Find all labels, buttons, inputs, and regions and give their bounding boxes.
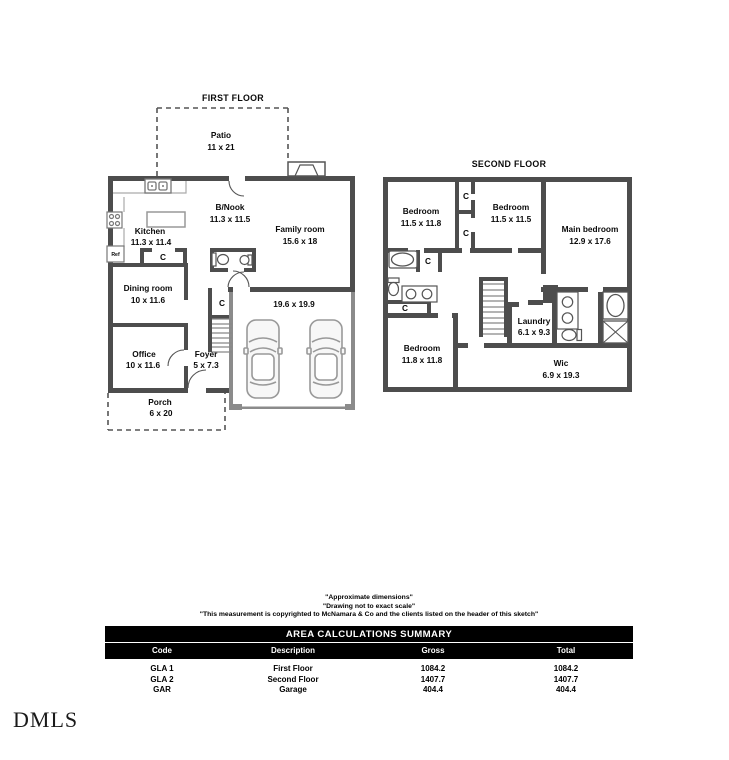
laundry-label: Laundry xyxy=(518,316,551,326)
dining-room-label: Dining room xyxy=(124,283,173,293)
fireplace-icon xyxy=(287,161,326,177)
cell-gross: 404.4 xyxy=(422,685,444,694)
cell-code: GAR xyxy=(153,685,171,694)
second-floor-title: SECOND FLOOR xyxy=(472,159,547,169)
cell-gross: 1084.2 xyxy=(420,664,446,673)
patio-dims: 11 x 21 xyxy=(207,142,235,152)
closet-label: C xyxy=(160,252,166,262)
closet-label: C xyxy=(463,191,469,201)
disclaimer-line: "Approximate dimensions" xyxy=(325,594,413,601)
dmls-logo: DMLS xyxy=(13,707,79,732)
table-header-bar: AREA CALCULATIONS SUMMARY Code Descripti… xyxy=(105,626,633,659)
foyer-label: Foyer xyxy=(195,349,218,359)
office-label: Office xyxy=(132,349,156,359)
toilet-icon xyxy=(211,252,230,267)
closet-label: C xyxy=(219,298,225,308)
first-floor-title: FIRST FLOOR xyxy=(202,93,264,103)
kitchen-dims: 11.3 x 11.4 xyxy=(131,237,172,247)
office-dims: 10 x 11.6 xyxy=(126,360,161,370)
bedroom-label: Bedroom xyxy=(403,206,439,216)
bedroom-label: Bedroom xyxy=(404,343,440,353)
fridge-label: Ref xyxy=(111,252,120,258)
stairs-second-floor xyxy=(483,283,504,335)
cell-total: 1407.7 xyxy=(553,674,579,684)
bedroom-dims: 11.5 x 11.8 xyxy=(401,218,442,228)
column-header-description: Description xyxy=(270,646,315,655)
stove-icon xyxy=(106,211,123,229)
bathtub-icon xyxy=(602,291,629,320)
column-header-gross: Gross xyxy=(421,646,445,655)
bedroom-dims: 11.8 x 11.8 xyxy=(402,355,443,365)
bnook-label: B/Nook xyxy=(215,202,244,212)
wic-label: Wic xyxy=(554,358,569,368)
cell-description: Garage xyxy=(279,685,307,694)
kitchen-label: Kitchen xyxy=(135,226,165,236)
stairs-first-floor xyxy=(212,318,232,353)
floor-plans-drawing: FIRST FLOOR xyxy=(106,93,632,431)
disclaimer-line: "This measurement is copyrighted to McNa… xyxy=(199,611,539,619)
toilet-icon xyxy=(387,277,400,297)
closet-label: C xyxy=(463,228,469,238)
family-room-label: Family room xyxy=(275,224,324,234)
closet-label: C xyxy=(402,303,408,313)
wic-dims: 6.9 x 19.3 xyxy=(543,370,580,380)
car-icon xyxy=(306,319,346,399)
cell-description: Second Floor xyxy=(267,674,319,684)
table-row: GLA 2 Second Floor 1407.7 1407.7 xyxy=(105,675,633,686)
second-floor-walls xyxy=(383,177,632,392)
table-row: GLA 1 First Floor 1084.2 1084.2 xyxy=(105,664,633,675)
area-calculations-table: AREA CALCULATIONS SUMMARY Code Descripti… xyxy=(105,626,633,696)
kitchen-counter xyxy=(113,181,187,247)
shower-icon xyxy=(602,320,629,344)
porch-label: Porch xyxy=(148,397,172,407)
laundry-dims: 6.1 x 9.3 xyxy=(518,327,551,337)
table-row: GAR Garage 404.4 404.4 xyxy=(105,685,633,696)
column-header-total: Total xyxy=(556,646,576,655)
cell-code: GLA 1 xyxy=(150,664,174,673)
table-column-headers: Code Description Gross Total xyxy=(105,643,633,659)
cell-total: 1084.2 xyxy=(553,664,579,673)
table-body: GLA 1 First Floor 1084.2 1084.2 GLA 2 Se… xyxy=(105,659,633,696)
porch-dashed-outline xyxy=(107,393,226,431)
disclaimer-line: "Drawing not to exact scale" xyxy=(322,602,416,610)
cell-description: First Floor xyxy=(273,664,313,673)
dining-room-dims: 10 x 11.6 xyxy=(131,295,166,305)
foyer-dims: 5 x 7.3 xyxy=(193,360,219,370)
bedroom-dims: 11.5 x 11.5 xyxy=(491,214,532,224)
bnook-dims: 11.3 x 11.5 xyxy=(210,214,251,224)
table-title: AREA CALCULATIONS SUMMARY xyxy=(105,626,633,643)
first-floor-plan: FIRST FLOOR xyxy=(106,93,355,431)
first-floor-door-arcs xyxy=(167,180,250,389)
patio-dashed-outline xyxy=(156,107,289,176)
main-bedroom-dims: 12.9 x 17.6 xyxy=(569,236,611,246)
double-sink-vanity-icon xyxy=(401,285,438,303)
second-floor-plan: SECOND FLOOR xyxy=(383,159,632,392)
kitchen-sink-icon xyxy=(144,178,172,194)
closet-label: C xyxy=(425,256,431,266)
double-sink-vanity-icon xyxy=(556,291,579,330)
patio-label: Patio xyxy=(211,130,231,140)
sink-icon xyxy=(239,254,253,266)
cell-total: 404.4 xyxy=(555,685,577,694)
bathtub-icon xyxy=(388,250,418,269)
column-header-code: Code xyxy=(152,646,172,655)
family-room-dims: 15.6 x 18 xyxy=(283,236,318,246)
kitchen-island xyxy=(146,211,186,228)
porch-dims: 6 x 20 xyxy=(149,408,172,418)
disclaimer-text: "Approximate dimensions" "Drawing not to… xyxy=(105,594,633,620)
main-bedroom-label: Main bedroom xyxy=(562,224,619,234)
cell-gross: 1407.7 xyxy=(420,674,446,684)
fridge-icon: Ref xyxy=(106,245,125,263)
bedroom-label: Bedroom xyxy=(493,202,529,212)
cell-code: GLA 2 xyxy=(150,674,174,684)
toilet-icon xyxy=(561,328,583,342)
car-icon xyxy=(243,319,283,399)
garage-dims: 19.6 x 19.9 xyxy=(273,299,315,309)
